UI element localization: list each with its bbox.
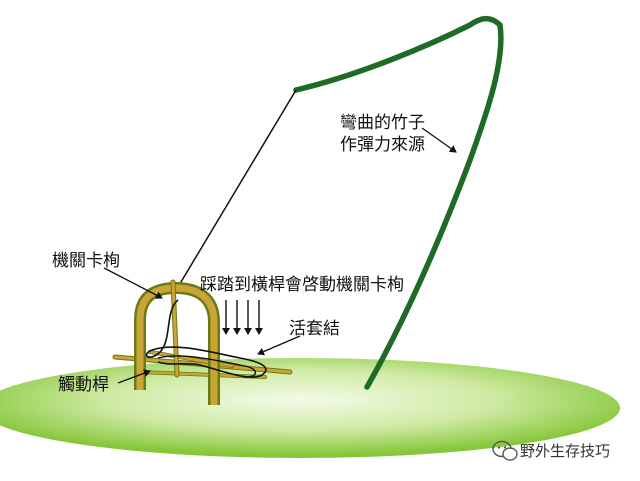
label-trigger-rod: 觸動桿	[58, 375, 109, 395]
label-slip-knot: 活套結	[289, 319, 340, 339]
trigger-cord	[177, 89, 297, 288]
leader-trigger-catch	[103, 267, 163, 299]
leader-trigger-rod	[117, 369, 151, 384]
pressure-arrows	[222, 300, 263, 335]
label-trigger-catch: 機關卡栒	[52, 251, 120, 271]
wechat-icon	[492, 440, 518, 461]
bent-bamboo-pole	[293, 15, 504, 390]
label-bent-bamboo-line1: 彎曲的竹子	[340, 113, 425, 133]
watermark: 野外生存技巧	[492, 440, 610, 461]
label-bent-bamboo-line2: 作彈力來源	[340, 135, 425, 155]
ground	[0, 358, 620, 458]
trap-assembly	[112, 279, 293, 405]
watermark-text: 野外生存技巧	[520, 442, 610, 460]
label-step-crossbar: 踩踏到橫桿會啓動機關卡栒	[200, 275, 404, 295]
noose-loop	[145, 299, 267, 378]
leader-bent-bamboo	[421, 127, 457, 153]
leader-slip-knot	[257, 335, 301, 356]
